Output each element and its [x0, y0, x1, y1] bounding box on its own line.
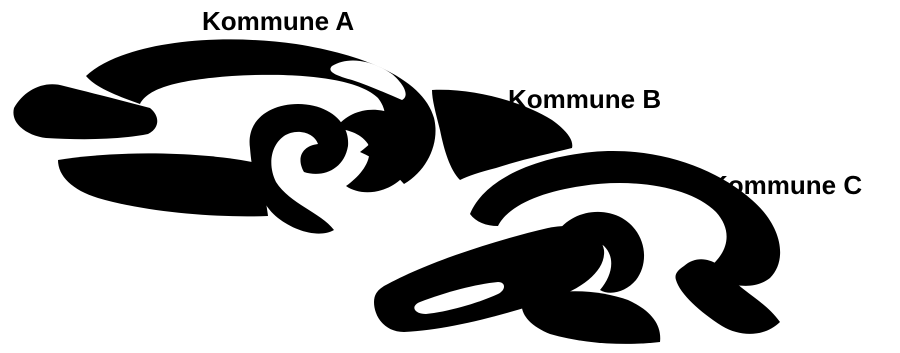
label-kommune-c: Kommune C [709, 172, 862, 198]
label-kommune-b: Kommune B [508, 86, 661, 112]
link-a-bottom-bar [58, 153, 268, 216]
link-c-bottom-hook [522, 291, 660, 344]
label-kommune-a: Kommune A [202, 8, 354, 34]
